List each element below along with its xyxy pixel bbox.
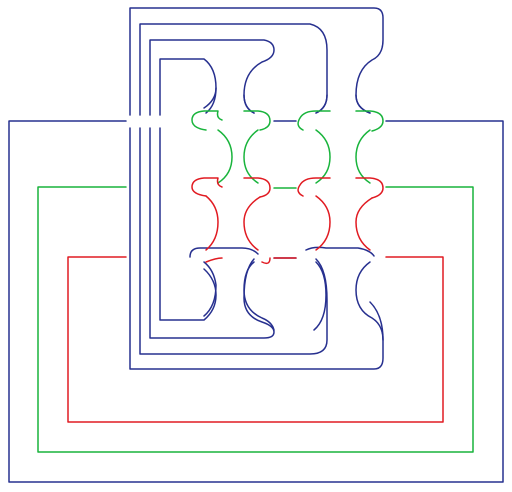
red-bottom-link [205, 257, 297, 265]
red-inner-frame [67, 256, 444, 423]
blue-component [8, 7, 504, 483]
red-waist-1 [205, 195, 219, 251]
red-middle-row [191, 177, 384, 199]
red-component [67, 177, 444, 423]
green-waist-4 [355, 129, 371, 184]
blue-bottom-lobes [203, 261, 384, 341]
green-component [37, 110, 474, 453]
red-waist-2 [243, 196, 261, 251]
green-waist-2 [243, 129, 259, 184]
red-waist-4 [355, 197, 373, 251]
blue-tangle-arc-top-1 [205, 87, 217, 114]
blue-outer-frame [8, 120, 504, 483]
red-waist-3 [315, 195, 331, 251]
green-top-row [191, 110, 384, 132]
blue-loop-3 [149, 39, 275, 339]
blue-loop-4 [159, 58, 217, 321]
blue-loop-2 [139, 23, 328, 355]
blue-tangle-arc-top-3 [315, 94, 328, 114]
green-middle-frame [37, 186, 474, 453]
green-waist-3 [315, 129, 331, 184]
blue-tangle-arc-top-2 [243, 94, 255, 114]
blue-tangle-arc-top-4 [355, 94, 371, 114]
green-waist-1 [217, 129, 233, 184]
blue-bottom-row-crossings [189, 246, 375, 259]
